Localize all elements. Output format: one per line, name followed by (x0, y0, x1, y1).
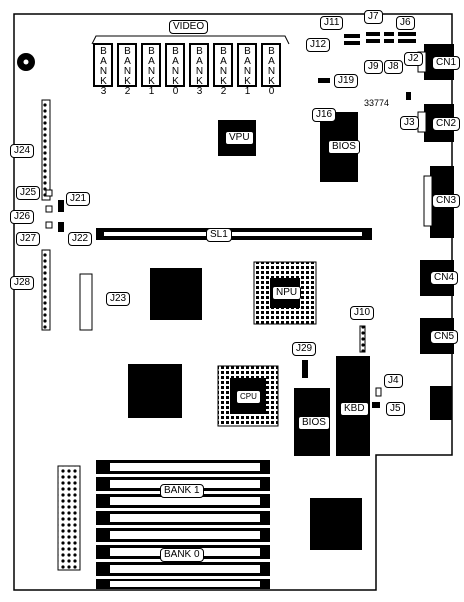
jumper-label-j2: J2 (404, 52, 423, 66)
chip-label-bios-bottom: BIOS (298, 416, 330, 430)
video-label: VIDEO (169, 20, 209, 34)
jumper-label-j23: J23 (106, 292, 131, 306)
jumper-label-j22: J22 (68, 232, 93, 246)
jumper-label-j9: J9 (364, 60, 383, 74)
simm-label-bank0: BANK 0 (160, 548, 204, 562)
connectors (417, 44, 454, 420)
chip-label-npu: NPU (272, 286, 302, 300)
jumper-label-j12: J12 (306, 38, 331, 52)
jumper-label-j3: J3 (400, 116, 419, 130)
jumper-label-j4: J4 (384, 374, 403, 388)
connector-label-cn2: CN2 (432, 117, 461, 131)
jumper-label-j29: J29 (292, 342, 317, 356)
video-bank-label: BANK2 (218, 46, 229, 96)
video-bank-label: BANK3 (194, 46, 205, 96)
jumper-label-j19: J19 (334, 74, 359, 88)
video-bank-label: BANK0 (266, 46, 277, 96)
simm-label-bank1: BANK 1 (160, 484, 204, 498)
chip-label-kbd: KBD (340, 402, 369, 416)
jumper-label-j6: J6 (396, 16, 415, 30)
jumper-label-j8: J8 (384, 60, 403, 74)
plcc-chip-bottom-right (310, 498, 362, 550)
jumper-label-j25: J25 (16, 186, 41, 200)
slot-label-sl1: SL1 (206, 228, 232, 242)
jumper-label-j11: J11 (320, 16, 344, 30)
plcc-chip-lower (128, 364, 182, 418)
jumper-label-j26: J26 (10, 210, 35, 224)
jumper-label-j21: J21 (66, 192, 91, 206)
video-memory-chips (93, 43, 281, 87)
top-jumpers (318, 32, 416, 118)
plcc-chip-upper (150, 268, 202, 320)
connector-label-cn5: CN5 (430, 330, 459, 344)
connector-label-cn4: CN4 (430, 271, 459, 285)
connector-label-cn1: CN1 (432, 56, 461, 70)
video-bank-label: BANK3 (98, 46, 109, 96)
chip-label-vpu: VPU (225, 131, 254, 145)
video-bank-label: BANK1 (242, 46, 253, 96)
simm-slots (96, 460, 270, 589)
video-bank-label: BANK1 (146, 46, 157, 96)
jumper-label-j16: J16 (312, 108, 337, 122)
jumper-label-j24: J24 (10, 144, 35, 158)
board-outline (13, 13, 453, 591)
jumper-label-j27: J27 (16, 232, 41, 246)
chip-label-cpu: CPU (236, 390, 261, 404)
jumper-label-j5: J5 (386, 402, 405, 416)
jumper-label-j10: J10 (350, 306, 375, 320)
video-bank-label: BANK0 (170, 46, 181, 96)
jumper-label-j7: J7 (364, 10, 383, 24)
jumper-label-j28: J28 (10, 276, 35, 290)
chip-label-bios-top: BIOS (328, 140, 360, 154)
video-bank-label: BANK2 (122, 46, 133, 96)
connector-label-cn3: CN3 (432, 194, 461, 208)
part-number: 33774 (364, 98, 390, 108)
